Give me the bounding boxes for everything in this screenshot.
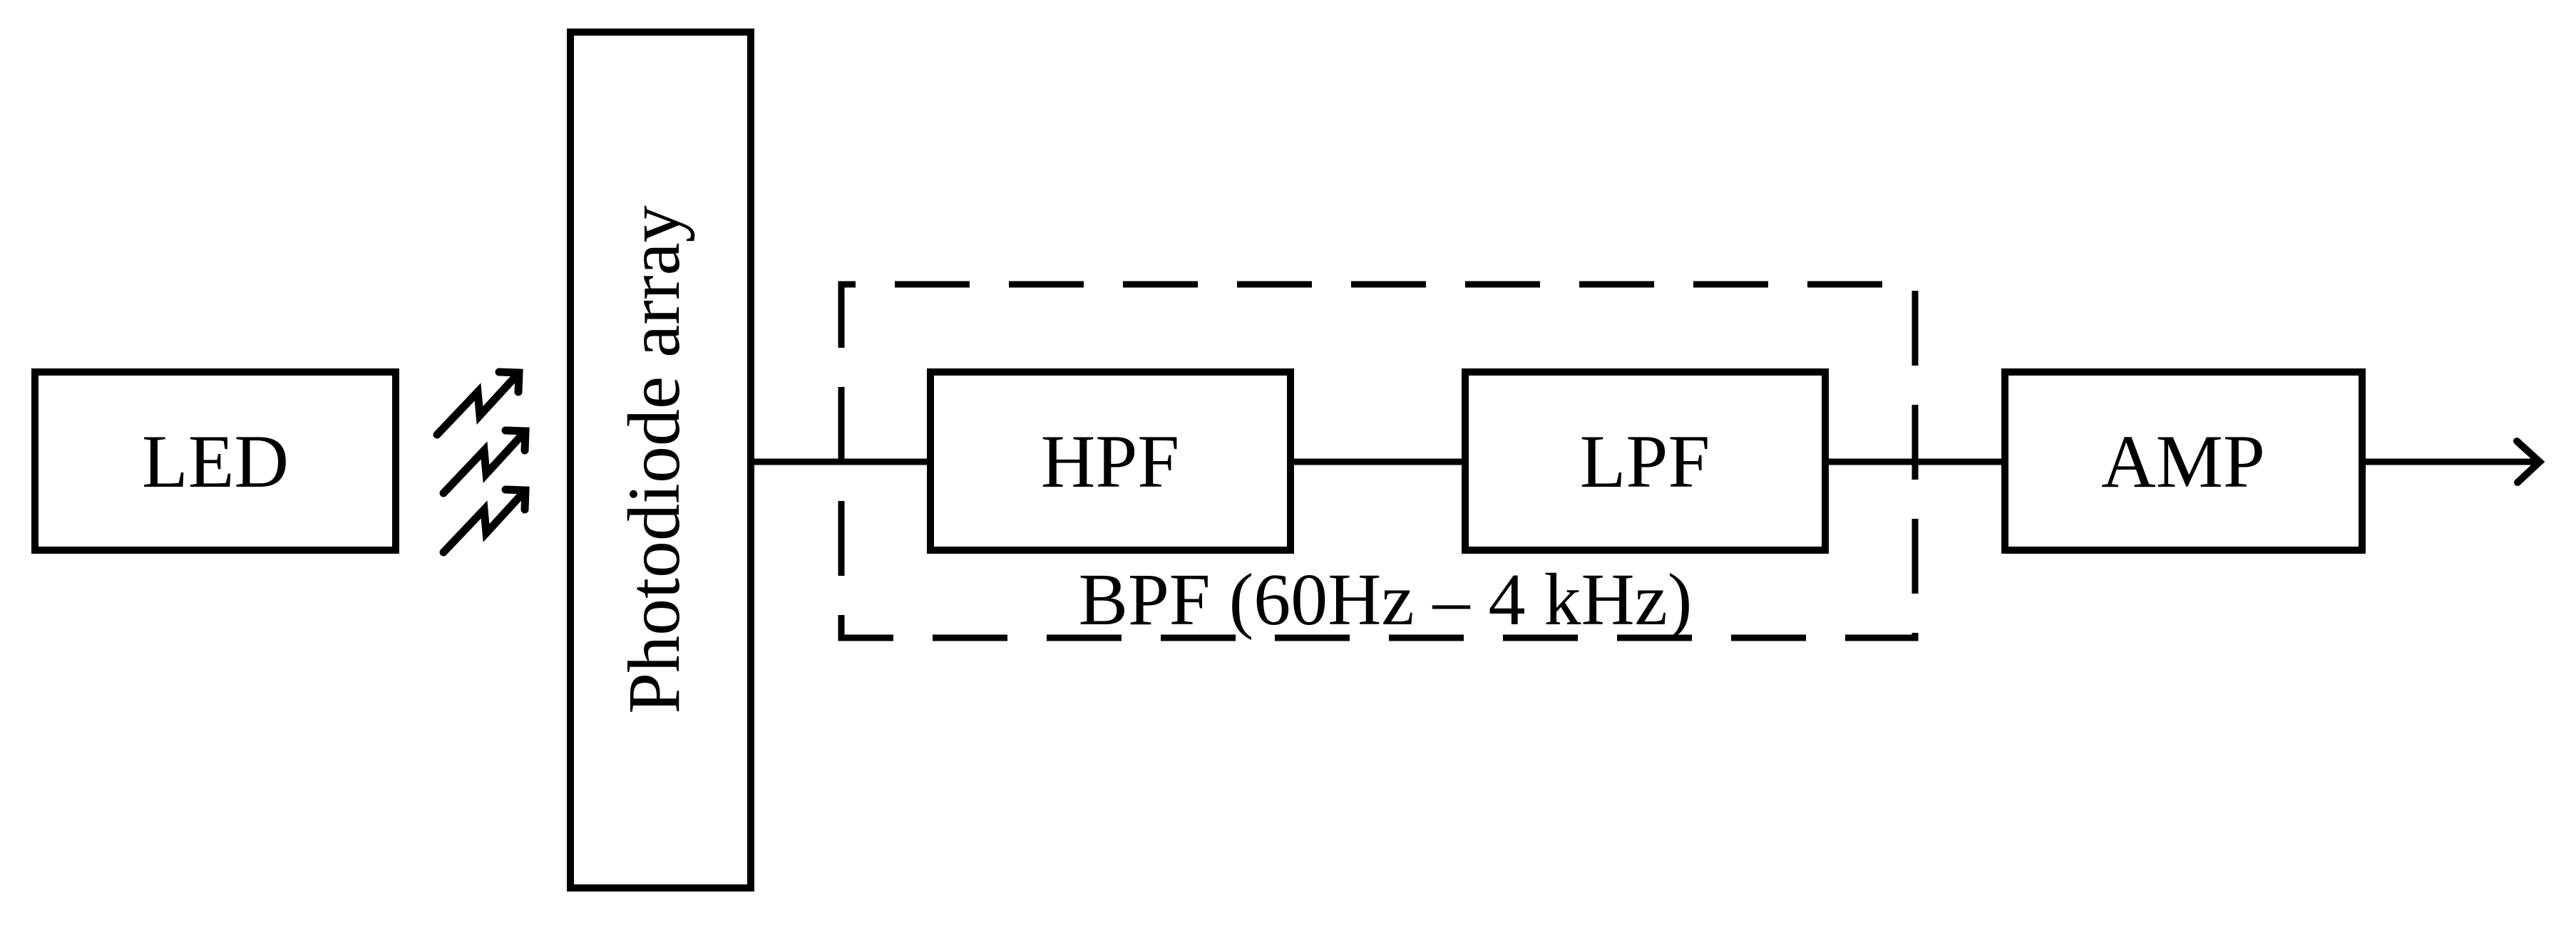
light-rays-icon [433, 368, 530, 557]
lpf-label: LPF [1580, 420, 1710, 503]
led-label: LED [142, 420, 289, 503]
hpf-block [927, 368, 1294, 554]
bpf-group-label: BPF (60Hz – 4 kHz) [1079, 559, 1693, 641]
lpf-block [1462, 368, 1829, 554]
hpf-label: HPF [1041, 420, 1179, 503]
arrow-right-icon [2362, 438, 2545, 486]
photodiode-array-block [567, 29, 754, 892]
light-ray-arrow [433, 368, 523, 439]
amp-label: AMP [2101, 420, 2265, 503]
light-ray-arrow [439, 485, 530, 557]
led-block [31, 368, 399, 554]
output-arrowhead [2513, 438, 2545, 486]
light-ray-arrow [439, 426, 530, 497]
photodiode-array-label: Photodiode array [613, 205, 695, 713]
